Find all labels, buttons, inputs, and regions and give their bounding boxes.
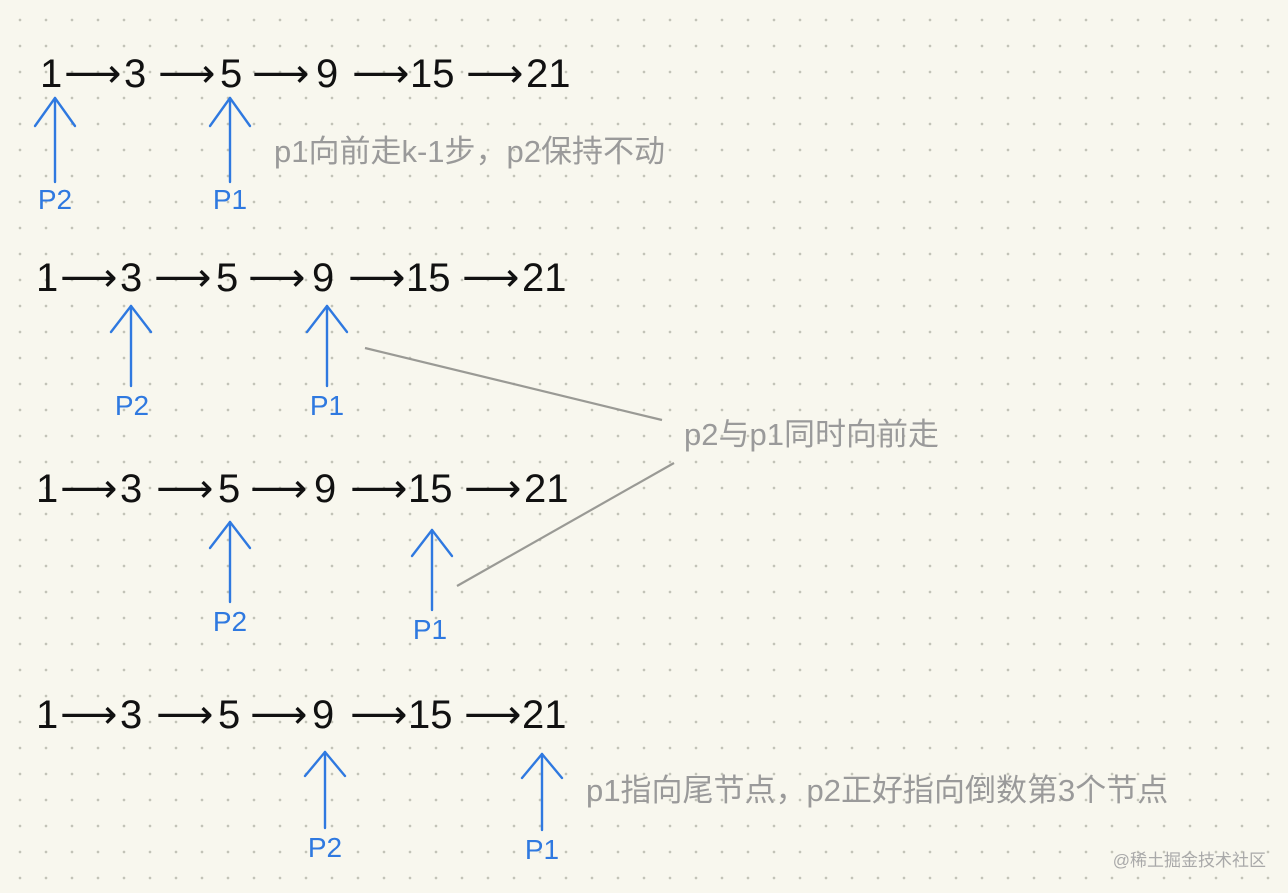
- pointer-arrow-p2: [109, 304, 153, 388]
- callout-move-together: p2与p1同时向前走: [684, 417, 939, 452]
- pointer-arrow-p2: [33, 96, 77, 184]
- pointer-arrow-p1: [410, 528, 454, 612]
- pointer-arrow-p1: [520, 752, 564, 832]
- pointer-arrow-p2: [208, 520, 252, 604]
- callout-connector-line: [456, 462, 675, 587]
- pointer-arrow-p1: [208, 96, 252, 184]
- pointer-arrow-p1: [305, 304, 349, 388]
- callout-connector-line: [364, 346, 663, 422]
- pointer-arrow-p2: [303, 750, 347, 830]
- watermark: @稀土掘金技术社区: [1112, 851, 1266, 870]
